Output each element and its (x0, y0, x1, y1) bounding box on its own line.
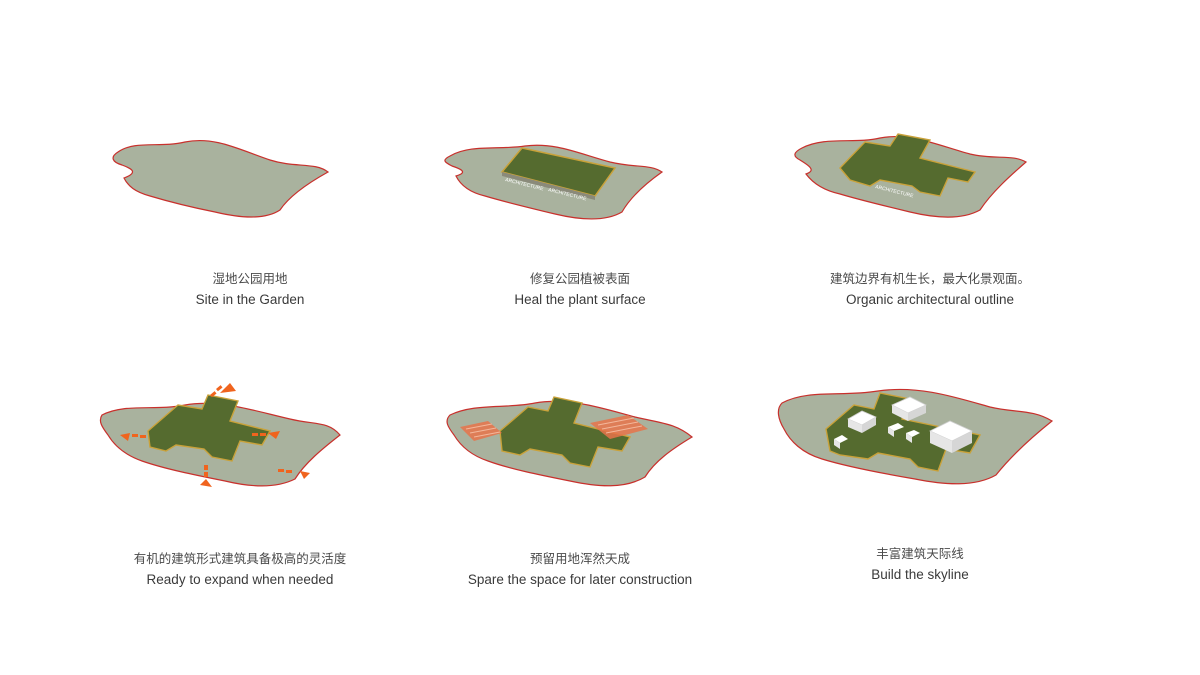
expansion-arrows (120, 383, 310, 487)
white-building (891, 396, 927, 421)
expand-arrow-icon (220, 383, 236, 393)
white-building (834, 423, 920, 449)
expand-arrow-icon (300, 471, 310, 479)
white-building (929, 420, 973, 453)
step-3-title-zh: 建筑边界有机生长，最大化景观面。 (829, 271, 1030, 286)
organic-outline-illustration: ARCHITECTURE (794, 133, 1028, 218)
organic-green-roof (499, 396, 632, 468)
reserved-plot (590, 415, 648, 439)
step-3-organic-outline-diagram: ARCHITECTURE 建筑边界有机生长，最大化景观面。 Organic ar… (780, 120, 1080, 330)
white-building (847, 410, 877, 433)
step-5-title-zh: 预留用地浑然天成 (529, 551, 630, 566)
step-4-title-en: Ready to expand when needed (146, 572, 334, 587)
step-4-expand-diagram: 有机的建筑形式建筑具备极高的灵活度 Ready to expand when n… (90, 375, 390, 587)
step-4-title-zh: 有机的建筑形式建筑具备极高的灵活度 (133, 551, 347, 566)
step-2-title-zh: 修复公园植被表面 (529, 271, 630, 286)
plant-surface-illustration: ARCHITECTURE ARCHITECTURE (444, 144, 664, 220)
site-island (112, 140, 330, 218)
step-3-title-en: Organic architectural outline (845, 292, 1015, 307)
step-5-reserve-diagram: 预留用地浑然天成 Spare the space for later const… (430, 375, 730, 587)
organic-green-roof (839, 133, 977, 197)
organic-green-roof (147, 394, 272, 462)
expand-arrow-icon (268, 431, 280, 439)
green-roof-block (500, 147, 617, 200)
step-5-title-en: Spare the space for later construction (467, 572, 693, 587)
expand-arrow-icon (120, 433, 130, 441)
reserved-plot (460, 421, 502, 441)
step-6-title-zh: 丰富建筑天际线 (876, 546, 964, 561)
skyline-illustration (777, 388, 1054, 485)
step-6-skyline-diagram: 丰富建筑天际线 Build the skyline (770, 375, 1070, 585)
step-2-plant-surface-diagram: ARCHITECTURE ARCHITECTURE 修复公园植被表面 Heal … (430, 120, 730, 330)
expand-illustration (99, 383, 341, 487)
site-island-illustration (112, 140, 330, 218)
step-1-site-diagram: 湿地公园用地 Site in the Garden (100, 120, 400, 330)
step-6-title-en: Build the skyline (871, 567, 969, 582)
expand-arrow-icon (200, 479, 212, 487)
step-1-title-en: Site in the Garden (195, 292, 305, 307)
step-2-title-en: Heal the plant surface (514, 292, 646, 307)
step-1-title-zh: 湿地公园用地 (212, 271, 288, 286)
reserve-illustration (446, 396, 694, 487)
